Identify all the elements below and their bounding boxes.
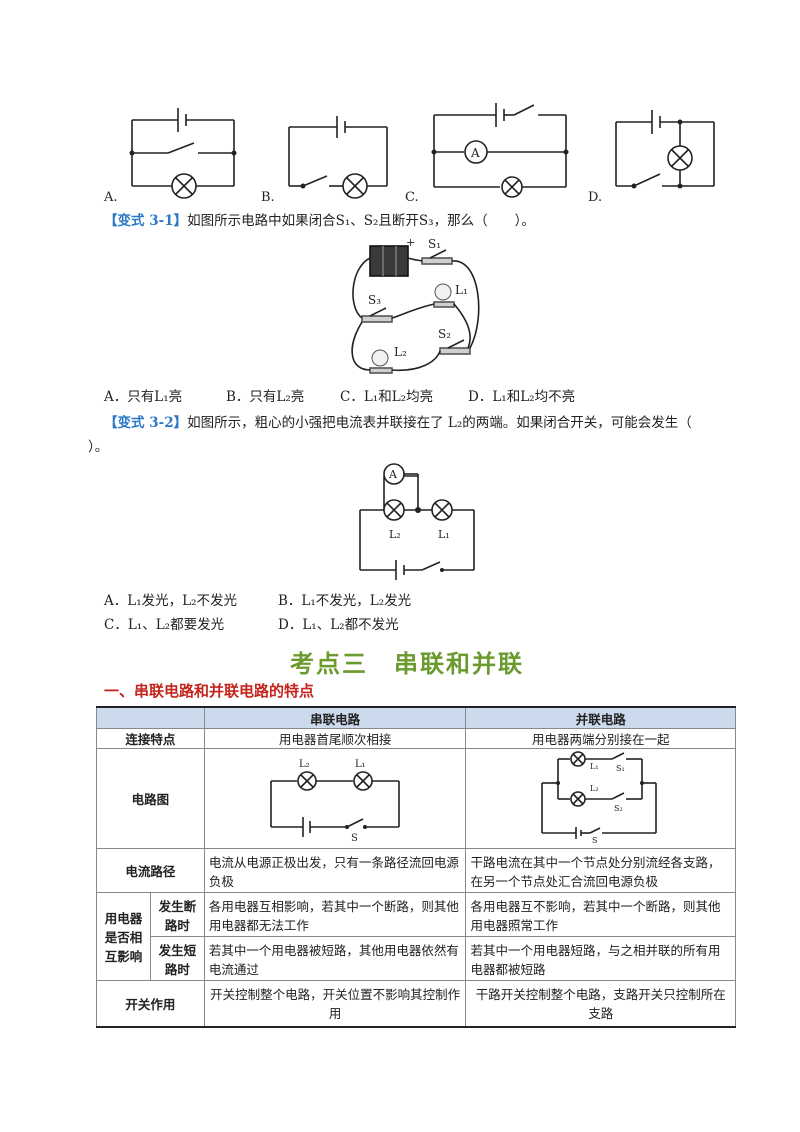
short-parallel: 若其中一个用电器短路，与之相并联的所有用电器都被短路	[465, 936, 736, 981]
section-title: 考点三 串联和并联	[290, 650, 524, 678]
parallel-s-label: S	[592, 836, 597, 845]
connection-series: 用电器首尾顺次相接	[203, 728, 467, 749]
circuit-c: A	[431, 103, 569, 198]
option-a-label: A.	[104, 190, 118, 205]
l1-label: L₁	[438, 528, 450, 541]
svg-text:A: A	[470, 146, 480, 160]
circuit-photo-3-1: + S₁ L₁ S₃ S₂ L₂	[351, 236, 480, 374]
s1-label: S₁	[428, 237, 441, 251]
parallel-l1-label: L₁	[590, 762, 599, 771]
row-label-short-circuit: 发生短路时	[149, 936, 205, 981]
l2-label: L₂	[389, 528, 401, 541]
q31-option-a: A．只有L₁亮	[104, 389, 183, 405]
question-3-2: 【变式 3-2】如图所示，粗心的小强把电流表并联接在了 L₂的两端。如果闭合开关…	[104, 412, 744, 434]
q32-option-b: B．L₁不发光，L₂发光	[278, 593, 412, 609]
s2-label: S₂	[438, 327, 451, 341]
question-text-line2: ）。	[88, 439, 109, 455]
variant-tag: 【变式 3-2】	[104, 415, 188, 431]
header-empty	[96, 706, 205, 729]
subsection-title: 一、串联电路和并联电路的特点	[104, 682, 315, 700]
circuit-a	[129, 108, 237, 199]
option-b-label: B.	[261, 190, 275, 205]
q32-option-a: A．L₁发光，L₂不发光	[104, 593, 238, 609]
parallel-circuit-diagram: L₁ S₁ L₂ S₂ S	[541, 751, 658, 845]
switch-series: 开关控制整个电路，开关位置不影响其控制作用	[203, 980, 467, 1027]
open-series: 各用电器互相影响，若其中一个断路，则其他用电器都无法工作	[203, 892, 467, 937]
comparison-table: 串联电路 并联电路 连接特点 用电器首尾顺次相接 用电器两端分别接在一起 电路图…	[96, 706, 736, 1028]
row-label-diagram: 电路图	[96, 748, 205, 849]
row-label-open-circuit: 发生断路时	[149, 892, 205, 937]
q32-option-c: C．L₁、L₂都要发光	[104, 617, 225, 633]
circuit-b	[288, 116, 388, 199]
question-3-1: 【变式 3-1】如图所示电路中如果闭合S₁、S₂且断开S₃，那么（ ）。	[104, 210, 744, 232]
q31-option-b: B．只有L₂亮	[226, 389, 305, 405]
short-series: 若其中一个用电器被短路，其他用电器依然有电流通过	[203, 936, 467, 981]
circuit-d	[615, 110, 715, 189]
series-circuit-diagram: L₂ L₁ S	[270, 759, 400, 844]
ammeter-label: A	[388, 468, 398, 481]
question-text-line1: 如图所示，粗心的小强把电流表并联接在了 L₂的两端。如果闭合开关，可能会发生（	[187, 415, 692, 431]
option-c-label: C.	[405, 190, 419, 205]
header-parallel: 并联电路	[465, 706, 736, 729]
series-l2-label: L₂	[299, 759, 310, 770]
parallel-s1-label: S₁	[616, 764, 625, 773]
q31-option-d: D．L₁和L₂均不亮	[468, 389, 576, 405]
row-label-influence: 用电器是否相互影响	[96, 892, 151, 981]
switch-parallel: 干路开关控制整个电路，支路开关只控制所在支路	[465, 980, 736, 1027]
question-text: 如图所示电路中如果闭合S₁、S₂且断开S₃，那么（ ）。	[187, 213, 535, 229]
series-s-label: S	[351, 833, 358, 844]
parallel-s2-label: S₂	[614, 804, 623, 813]
variant-tag: 【变式 3-1】	[104, 213, 188, 229]
l1-label: L₁	[455, 283, 468, 297]
l2-label: L₂	[394, 345, 407, 359]
q32-option-d: D．L₁、L₂都不发光	[278, 617, 399, 633]
s3-label: S₃	[368, 293, 381, 307]
row-label-switch: 开关作用	[96, 980, 205, 1027]
parallel-l2-label: L₂	[590, 784, 599, 793]
series-diagram-cell: L₂ L₁ S	[203, 748, 467, 849]
connection-parallel: 用电器两端分别接在一起	[465, 728, 736, 749]
circuit-3-2: A L₂ L₁	[359, 463, 475, 580]
current-path-series: 电流从电源正极出发，只有一条路径流回电源负极	[203, 848, 467, 893]
header-series: 串联电路	[203, 706, 467, 729]
series-l1-label: L₁	[355, 759, 366, 770]
current-path-parallel: 干路电流在其中一个节点处分别流经各支路，在另一个节点处汇合流回电源负极	[465, 848, 736, 893]
parallel-diagram-cell: L₁ S₁ L₂ S₂ S	[465, 748, 736, 849]
battery-plus-label: +	[406, 236, 415, 249]
q31-option-c: C．L₁和L₂均亮	[340, 389, 434, 405]
row-label-current-path: 电流路径	[96, 848, 205, 893]
option-d-label: D.	[588, 190, 603, 205]
open-parallel: 各用电器互不影响，若其中一个断路，则其他用电器照常工作	[465, 892, 736, 937]
row-label-connection: 连接特点	[96, 728, 205, 749]
